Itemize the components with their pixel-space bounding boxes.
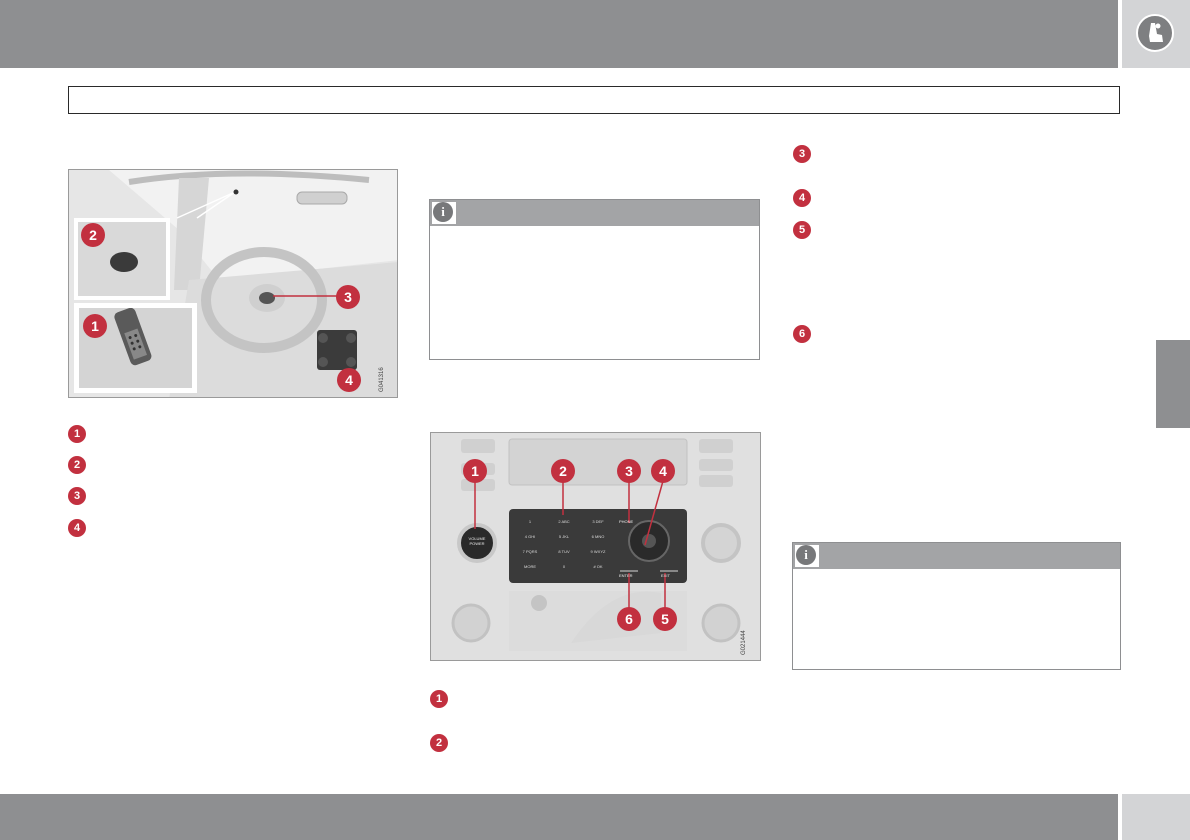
key-5[interactable]: 5 JKL bbox=[549, 532, 579, 542]
info-icon: i bbox=[795, 545, 819, 567]
list-left-bullet-2: 2 bbox=[68, 456, 86, 474]
key-6[interactable]: 6 MNO bbox=[583, 532, 613, 542]
key-8[interactable]: 8 TUV bbox=[549, 547, 579, 557]
exit-label: EXIT bbox=[661, 573, 670, 578]
list-right-bullet-5: 5 bbox=[793, 221, 811, 239]
figure-center-console: 1 2 ABC 3 DEF 4 GHI 5 JKL 6 MNO 7 PQRS 8… bbox=[430, 432, 761, 661]
key-4[interactable]: 4 GHI bbox=[515, 532, 545, 542]
key-more[interactable]: MORE bbox=[515, 562, 545, 572]
phone-label: PHONE bbox=[619, 519, 634, 524]
note-box-1: i bbox=[429, 199, 760, 360]
figure-cabin-phone: 2 1 3 4 G041316 bbox=[68, 169, 398, 398]
figure1-callout-1: 1 bbox=[83, 314, 107, 338]
figure2-callout-6: 6 bbox=[617, 607, 641, 631]
list-right-bullet-4: 4 bbox=[793, 189, 811, 207]
figure2-callout-4: 4 bbox=[651, 459, 675, 483]
key-hash-ok[interactable]: # OK bbox=[583, 562, 613, 572]
key-3[interactable]: 3 DEF bbox=[583, 517, 613, 527]
enter-label: ENTER bbox=[619, 573, 633, 578]
list-right-bullet-6: 6 bbox=[793, 325, 811, 343]
seat-icon bbox=[1136, 14, 1174, 52]
section-title-box bbox=[68, 86, 1120, 114]
figure1-callout-2: 2 bbox=[81, 223, 105, 247]
figure2-callout-5: 5 bbox=[653, 607, 677, 631]
figure2-callout-3: 3 bbox=[617, 459, 641, 483]
key-1[interactable]: 1 bbox=[515, 517, 545, 527]
list-middle-bullet-2: 2 bbox=[430, 734, 448, 752]
chapter-side-tab bbox=[1156, 340, 1190, 428]
note-box-1-header bbox=[430, 200, 759, 226]
figure1-callout-4: 4 bbox=[337, 368, 361, 392]
figure1-code: G041316 bbox=[379, 367, 385, 392]
keypad: 1 2 ABC 3 DEF 4 GHI 5 JKL 6 MNO 7 PQRS 8… bbox=[515, 517, 615, 577]
list-left-bullet-1: 1 bbox=[68, 425, 86, 443]
list-left-bullet-3: 3 bbox=[68, 487, 86, 505]
list-middle-bullet-1: 1 bbox=[430, 690, 448, 708]
header-band bbox=[0, 0, 1118, 68]
figure2-callout-1: 1 bbox=[463, 459, 487, 483]
figure2-callout-2: 2 bbox=[551, 459, 575, 483]
note-box-2-header bbox=[793, 543, 1120, 569]
key-0[interactable]: 0 bbox=[549, 562, 579, 572]
figure2-code: G021444 bbox=[741, 630, 747, 655]
footer-band bbox=[0, 794, 1118, 840]
info-icon: i bbox=[432, 202, 456, 224]
note-box-2: i bbox=[792, 542, 1121, 670]
figure1-callout-3: 3 bbox=[336, 285, 360, 309]
key-7[interactable]: 7 PQRS bbox=[515, 547, 545, 557]
page-number-box bbox=[1122, 794, 1190, 840]
key-9[interactable]: 9 WXYZ bbox=[583, 547, 613, 557]
list-left-bullet-4: 4 bbox=[68, 519, 86, 537]
key-2[interactable]: 2 ABC bbox=[549, 517, 579, 527]
volume-knob-label: VOLUME POWER bbox=[461, 536, 493, 546]
power-label: POWER bbox=[469, 541, 485, 546]
list-right-bullet-3: 3 bbox=[793, 145, 811, 163]
volume-label: VOLUME bbox=[468, 536, 486, 541]
